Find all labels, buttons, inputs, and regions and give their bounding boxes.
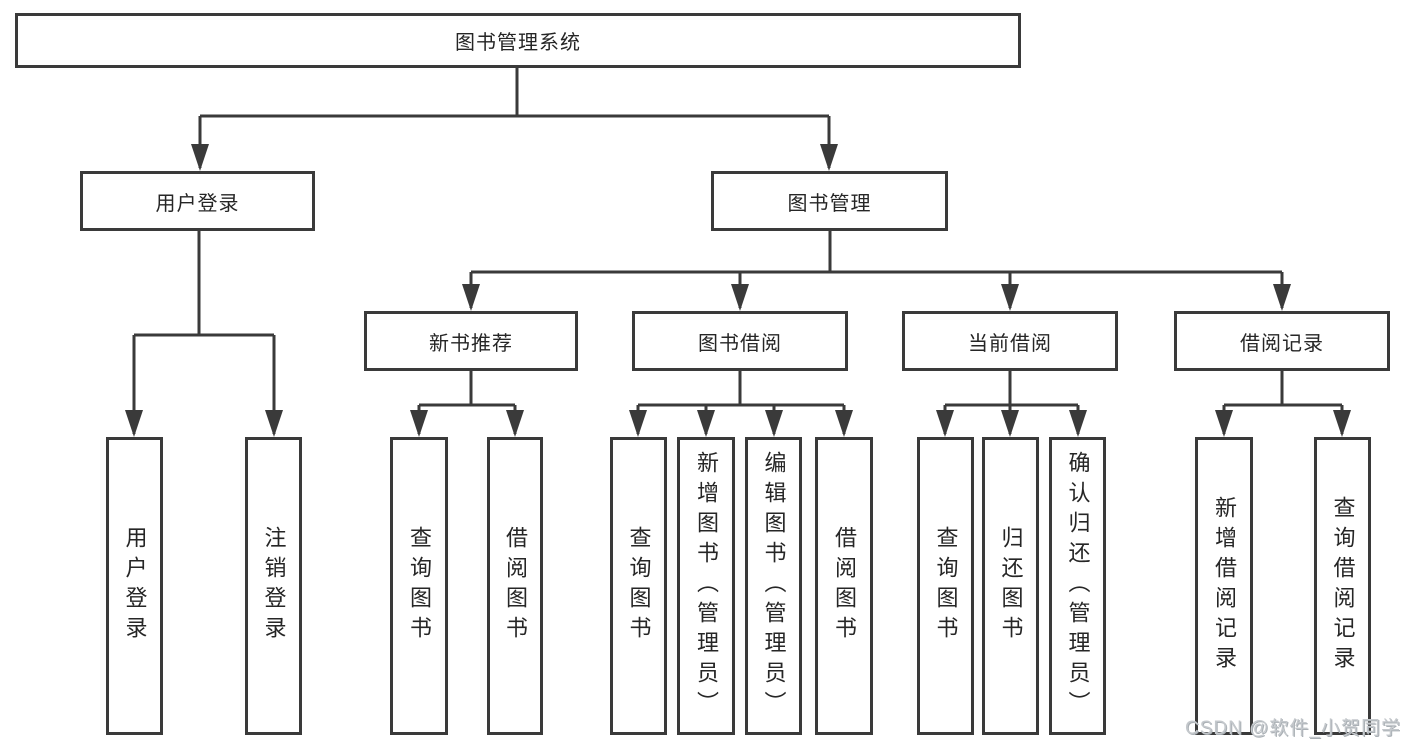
leaf-label: 归还图书 bbox=[998, 526, 1024, 646]
leaf-borrow-books-recommend: 借阅图书 bbox=[487, 437, 543, 735]
node-label: 图书管理 bbox=[787, 192, 872, 215]
node-user-login: 用户登录 bbox=[80, 171, 315, 231]
leaf-label: 查询图书 bbox=[407, 526, 432, 646]
node-borrowing-records: 借阅记录 bbox=[1174, 311, 1390, 371]
leaf-label: 确认归还（管理员） bbox=[1065, 451, 1091, 721]
node-new-book-recommendation: 新书推荐 bbox=[364, 311, 578, 371]
leaf-label: 借阅图书 bbox=[503, 526, 528, 646]
leaf-label: 新增图书（管理员） bbox=[694, 451, 719, 721]
leaf-borrow-books-borrowing: 借阅图书 bbox=[815, 437, 873, 735]
leaf-label: 用户登录 bbox=[122, 526, 148, 646]
node-current-borrowing: 当前借阅 bbox=[902, 311, 1118, 371]
leaf-logout: 注销登录 bbox=[245, 437, 302, 735]
node-label: 图书借阅 bbox=[698, 332, 782, 355]
node-book-management: 图书管理 bbox=[711, 171, 948, 231]
leaf-label: 借阅图书 bbox=[832, 526, 857, 646]
node-label: 当前借阅 bbox=[968, 332, 1052, 355]
csdn-watermark: CSDN @软件_小贺同学 bbox=[1185, 718, 1401, 739]
leaf-confirm-return-admin: 确认归还（管理员） bbox=[1049, 437, 1106, 735]
node-library-management-system: 图书管理系统 bbox=[15, 13, 1021, 68]
node-label: 借阅记录 bbox=[1240, 332, 1324, 355]
leaf-return-books: 归还图书 bbox=[982, 437, 1039, 735]
leaf-label: 查询图书 bbox=[626, 526, 652, 646]
leaf-label: 查询图书 bbox=[933, 526, 959, 646]
leaf-query-borrow-record: 查询借阅记录 bbox=[1314, 437, 1371, 735]
node-label: 新书推荐 bbox=[429, 332, 513, 355]
leaf-query-books-borrowing: 查询图书 bbox=[610, 437, 667, 735]
node-book-borrowing: 图书借阅 bbox=[632, 311, 848, 371]
leaf-query-books-recommend: 查询图书 bbox=[390, 437, 448, 735]
leaf-label: 注销登录 bbox=[261, 526, 287, 646]
leaf-add-books-admin: 新增图书（管理员） bbox=[677, 437, 735, 735]
leaf-query-books-current: 查询图书 bbox=[917, 437, 974, 735]
node-label: 图书管理系统 bbox=[455, 32, 581, 54]
leaf-edit-books-admin: 编辑图书（管理员） bbox=[745, 437, 802, 735]
leaf-user-login: 用户登录 bbox=[106, 437, 163, 735]
node-label: 用户登录 bbox=[155, 192, 240, 215]
leaf-label: 新增借阅记录 bbox=[1212, 496, 1237, 676]
leaf-label: 编辑图书（管理员） bbox=[761, 451, 787, 721]
leaf-label: 查询借阅记录 bbox=[1330, 496, 1356, 676]
leaf-add-borrow-record: 新增借阅记录 bbox=[1195, 437, 1253, 735]
